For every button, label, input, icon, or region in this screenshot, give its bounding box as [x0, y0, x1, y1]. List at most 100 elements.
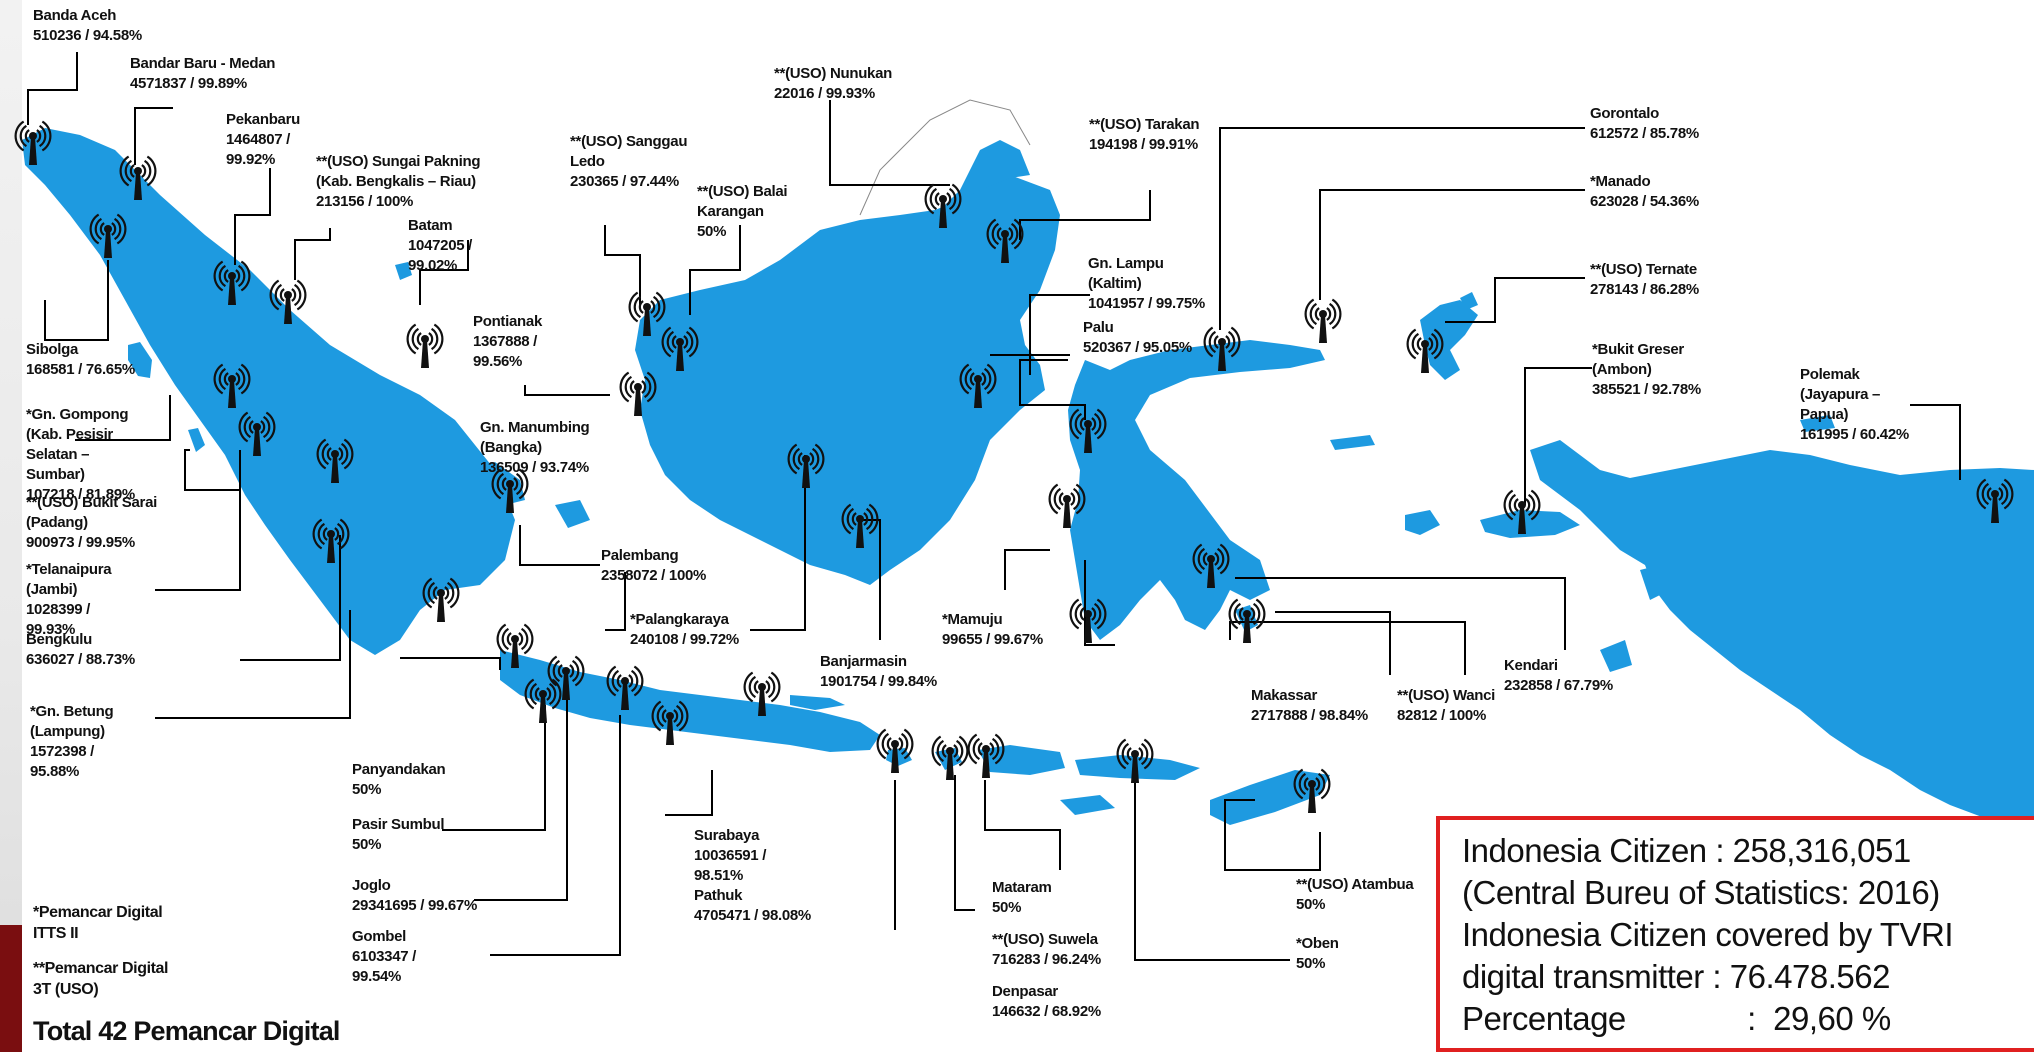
transmitter-icon [661, 326, 699, 371]
site-telanaipura: *Telanaipura(Jambi)1028399 /99.93% [26, 561, 112, 638]
transmitter-icon [619, 371, 657, 416]
transmitter-icon [1503, 489, 1541, 534]
transmitter-icon [1069, 408, 1107, 453]
transmitter-icon [14, 120, 52, 165]
transmitter-icon [1116, 738, 1154, 783]
site-gn-betung: *Gn. Betung(Lampung)1572398 /95.88% [30, 703, 114, 780]
transmitter-icon [238, 411, 276, 456]
transmitter-icon [931, 735, 969, 780]
island-belitung [555, 500, 590, 528]
transmitter-icon [119, 155, 157, 200]
island-bali [886, 748, 912, 766]
transmitter-icon [876, 728, 914, 773]
transmitter-icon [1406, 328, 1444, 373]
island-sulawesi-north-isles [1460, 292, 1478, 310]
transmitter-icon [743, 671, 781, 716]
site-sungai-pakning: **(USO) Sungai Pakning(Kab. Bengkalis – … [316, 153, 481, 210]
land-masses [22, 128, 2034, 830]
summary-line-4: digital transmitter : 76.478.562 [1462, 958, 1890, 995]
island-sumba [1060, 795, 1115, 815]
island-seram [1480, 510, 1580, 538]
transmitter-icon [1192, 543, 1230, 588]
site-gn-manumbing: Gn. Manumbing(Bangka)136509 / 93.74% [480, 419, 590, 476]
transmitter-icon [312, 518, 350, 563]
border-line [859, 99, 1031, 216]
transmitter-icon [213, 363, 251, 408]
site-bukit-sarai: **(USO) Bukit Sarai(Padang)900973 / 99.9… [26, 494, 157, 551]
island-sumbawa [978, 745, 1065, 775]
transmitter-icon [1293, 768, 1331, 813]
island-papua [1530, 440, 2034, 830]
island-madura [790, 695, 845, 710]
transmitter-icon [547, 655, 585, 700]
transmitter-icon [787, 443, 825, 488]
island-siberut [188, 428, 205, 452]
transmitter-icon [422, 577, 460, 622]
transmitter-icon [316, 438, 354, 483]
transmitter-icon [1228, 598, 1266, 643]
transmitter-icon [269, 279, 307, 324]
island-biak [1800, 415, 1835, 432]
island-sumatra [22, 128, 515, 655]
slide-left-bar [0, 0, 22, 1052]
island-halmahera [1420, 300, 1478, 380]
transmitter-icon [841, 503, 879, 548]
summary-box: Indonesia Citizen : 258,316,051 (Central… [1436, 816, 2034, 1052]
transmitter-icon [606, 665, 644, 710]
island-java [500, 650, 880, 752]
summary-line-5: Percentage : 29,60 % [1462, 1000, 1891, 1037]
site-gn-lampu: Gn. Lampu(Kaltim)1041957 / 99.75% [1088, 255, 1205, 312]
transmitter-icon [496, 623, 534, 668]
island-nias [128, 342, 152, 378]
total-transmitters: Total 42 Pemancar Digital [33, 1016, 340, 1046]
leader-lines [27, 52, 1961, 961]
transmitter-icon [967, 733, 1005, 778]
transmitter-icon [628, 291, 666, 336]
island-kalimantan [635, 175, 1060, 585]
transmitter-icon [406, 323, 444, 368]
transmitter-icon [1069, 598, 1107, 643]
transmitter-icon [524, 678, 562, 723]
transmitter-icon [1976, 478, 2014, 523]
transmitter-icon [491, 468, 529, 513]
transmitter-towers [14, 120, 2014, 813]
transmitter-icon [89, 213, 127, 258]
transmitter-icon [1203, 326, 1241, 371]
site-bukit-greser: *Bukit Greser(Ambon)385521 / 92.78% [1592, 341, 1701, 398]
transmitter-icon [1304, 298, 1342, 343]
island-kalimantan-north [940, 140, 1030, 210]
